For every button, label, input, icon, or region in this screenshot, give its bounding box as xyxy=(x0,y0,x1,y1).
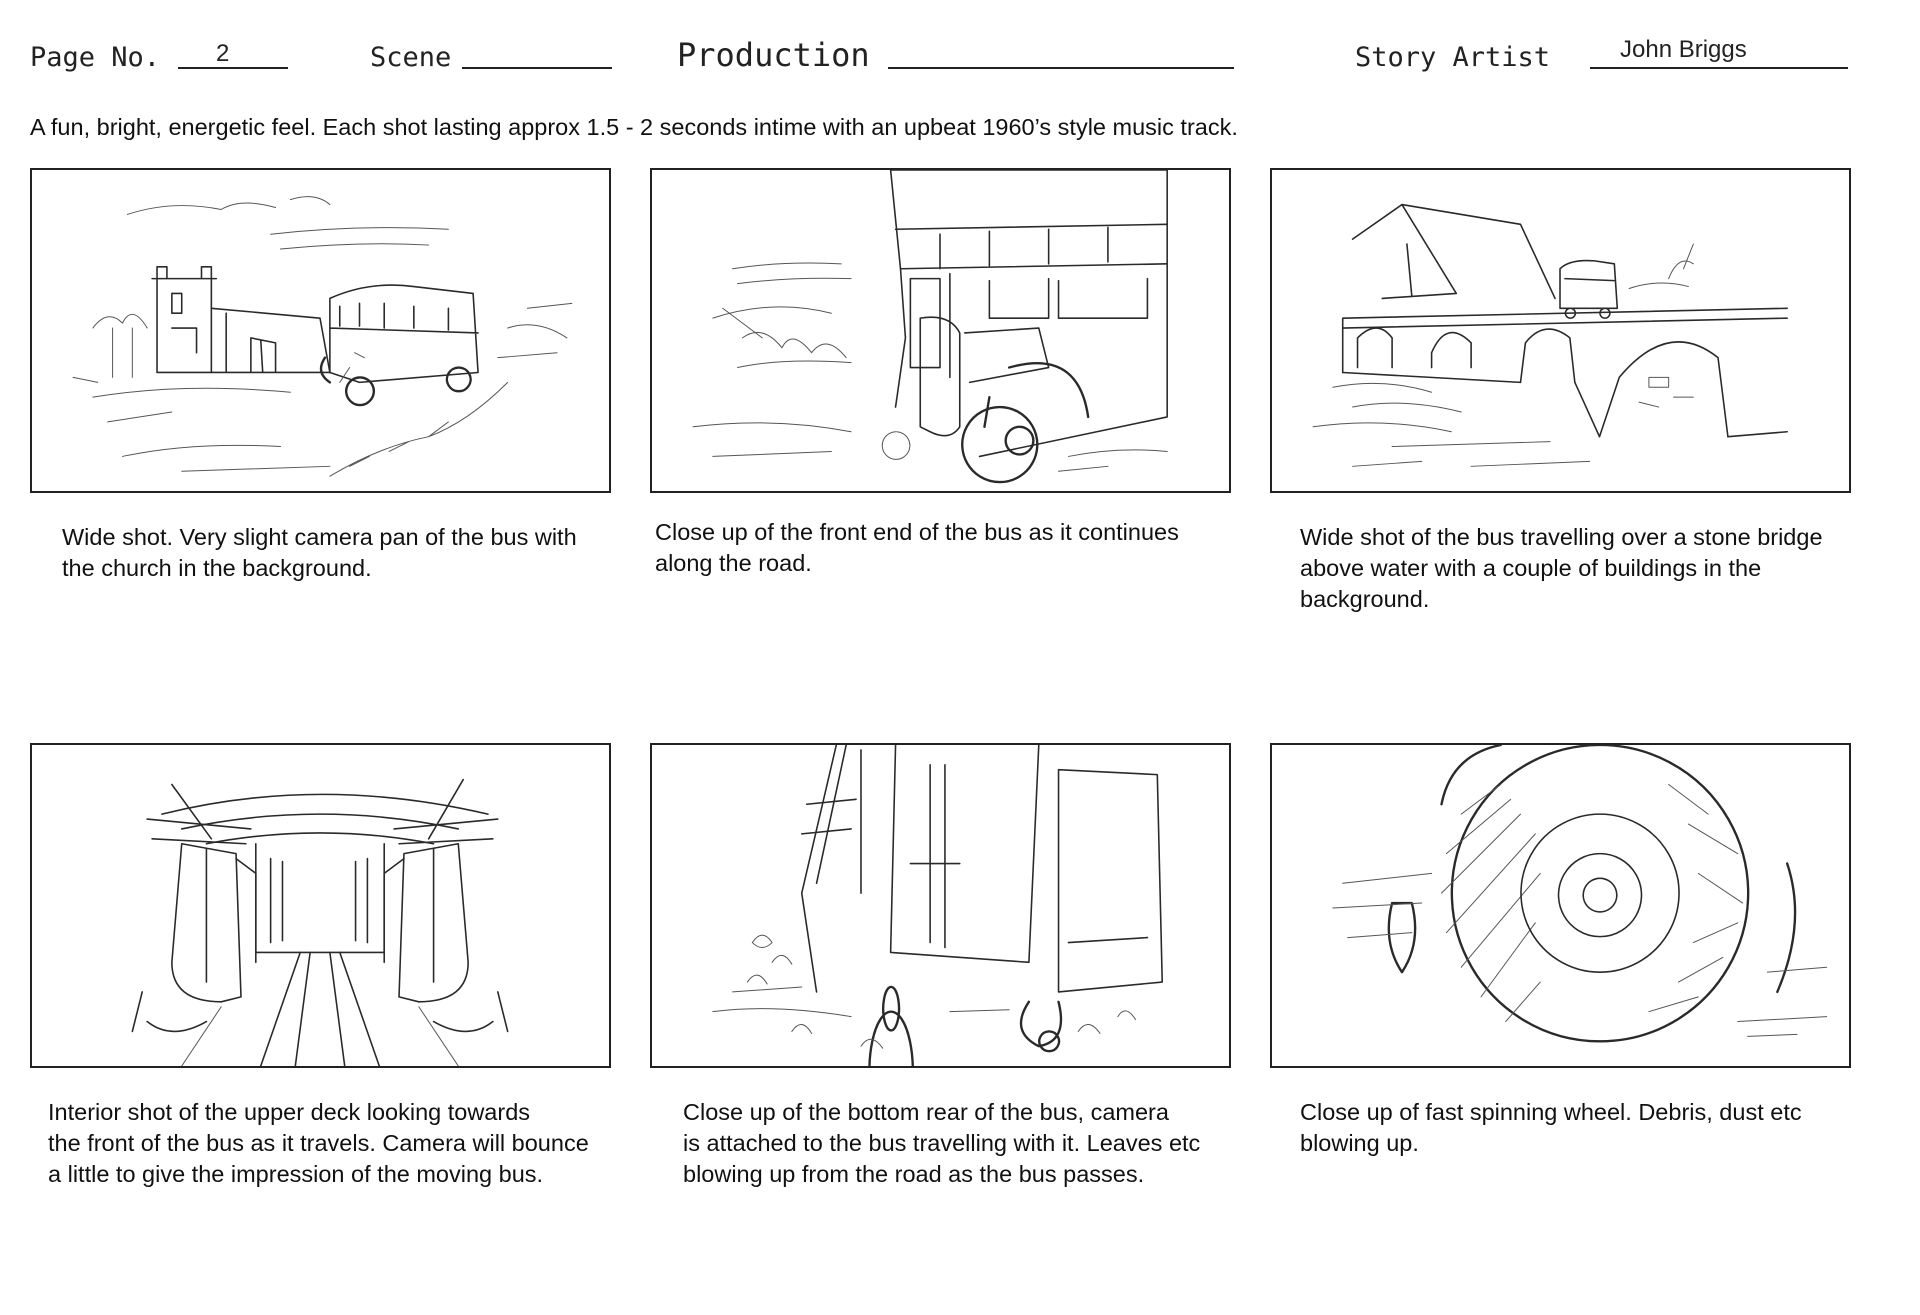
church-bus-sketch xyxy=(72,196,573,477)
caption-3: Wide shot of the bus travelling over a s… xyxy=(1300,524,1823,612)
production-line xyxy=(888,67,1234,69)
storyboard-frame-1 xyxy=(30,168,611,493)
page-number-line xyxy=(178,67,288,69)
storyboard-frame-6 xyxy=(1270,743,1851,1068)
spinning-wheel-sketch xyxy=(1332,745,1828,1043)
caption-2: Close up of the front end of the bus as … xyxy=(655,519,1179,576)
storyboard-frame-2 xyxy=(650,168,1231,493)
caption-4: Interior shot of the upper deck looking … xyxy=(48,1099,589,1187)
stone-bridge-sketch xyxy=(1312,203,1788,467)
story-artist-line xyxy=(1590,67,1848,69)
page-number-label: Page No. xyxy=(30,42,161,73)
upper-deck-interior-sketch xyxy=(131,778,509,1066)
page-number-value[interactable]: 2 xyxy=(216,40,230,67)
bus-front-closeup-sketch xyxy=(692,170,1168,484)
production-label: Production xyxy=(677,36,870,74)
caption-6: Close up of fast spinning wheel. Debris,… xyxy=(1300,1099,1802,1156)
caption-5: Close up of the bottom rear of the bus, … xyxy=(683,1099,1201,1187)
caption-1: Wide shot. Very slight camera pan of the… xyxy=(62,524,577,581)
storyboard-frame-4 xyxy=(30,743,611,1068)
storyboard-frame-3 xyxy=(1270,168,1851,493)
scene-line xyxy=(462,67,612,69)
story-artist-value[interactable]: John Briggs xyxy=(1620,36,1747,63)
scene-label: Scene xyxy=(370,42,452,73)
story-artist-label: Story Artist xyxy=(1355,42,1551,73)
intro-text: A fun, bright, energetic feel. Each shot… xyxy=(30,114,1238,140)
bus-rear-closeup-sketch xyxy=(712,745,1164,1066)
storyboard-frame-5 xyxy=(650,743,1231,1068)
